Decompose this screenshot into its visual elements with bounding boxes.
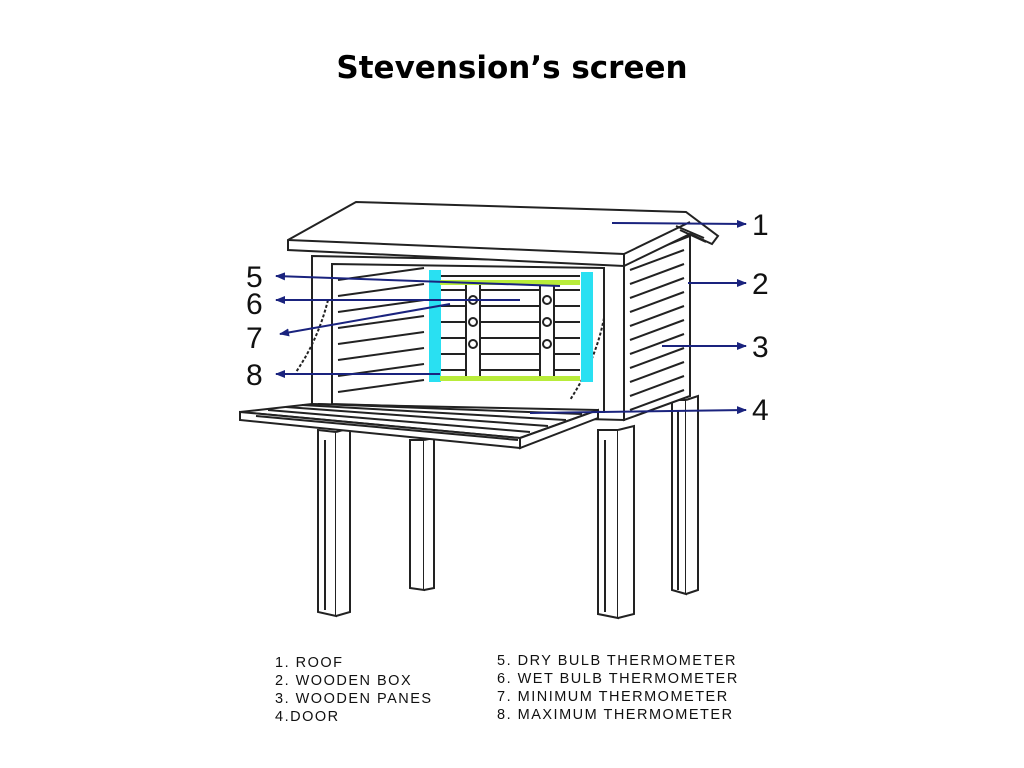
legend-right: 5. DRY BULB THERMOMETER 6. WET BULB THER… [497,652,739,724]
legs [317,394,699,620]
callout-1: 1 [752,209,769,242]
callout-arrows [275,219,747,415]
legend-item-dry-bulb: 5. DRY BULB THERMOMETER [497,653,737,669]
diagram-title: Stevension’s screen [336,50,688,86]
callout-2: 2 [752,268,769,301]
wooden-box-side [623,234,691,422]
callout-6: 6 [246,288,263,321]
callout-5: 5 [246,261,263,294]
legend-item-wooden-box: 2. WOODEN BOX [275,673,413,689]
legend-item-roof: 1. ROOF [275,655,344,671]
legend-left: 1. ROOF 2. WOODEN BOX 3. WOODEN PANES 4.… [275,654,433,726]
callout-4: 4 [752,394,769,427]
legend-item-wooden-panes: 3. WOODEN PANES [275,691,433,707]
thermometer-highlights [429,270,593,382]
door [239,402,599,450]
legend-item-maximum: 8. MAXIMUM THERMOMETER [497,707,734,723]
callout-7: 7 [246,322,263,355]
roof [287,200,720,268]
legend-item-minimum: 7. MINIMUM THERMOMETER [497,689,729,705]
legend-item-wet-bulb: 6. WET BULB THERMOMETER [497,671,739,687]
callout-8: 8 [246,359,263,392]
legend-item-door: 4.DOOR [275,709,340,725]
callout-3: 3 [752,331,769,364]
